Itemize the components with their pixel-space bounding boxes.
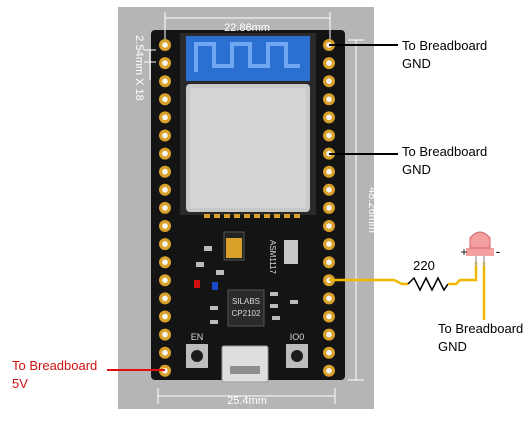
left-pin-hole [162, 60, 168, 66]
width-dimension: 22.86mm [224, 22, 270, 34]
left-pin-hole [162, 132, 168, 139]
v5-line2: 5V [12, 376, 28, 391]
left-pin-hole [162, 331, 168, 338]
led-component [466, 231, 494, 266]
right-pin-hole [326, 295, 332, 302]
right-pin-hole [326, 241, 332, 247]
left-pin-hole [162, 349, 168, 356]
left-pin-hole [162, 277, 168, 284]
left-pin-hole [162, 205, 168, 211]
left-pin-hole [162, 114, 168, 121]
gnd-led-line2: GND [438, 339, 467, 354]
left-pin-hole [162, 187, 168, 193]
rf-shield-highlight [190, 88, 306, 208]
height-dimension: 48.26mm [366, 187, 378, 233]
io0-button-cap[interactable] [291, 350, 303, 362]
right-pin-hole [326, 78, 332, 84]
v5-label: To Breadboard 5V [12, 357, 97, 393]
module-pads [204, 214, 300, 218]
left-pin-hole [162, 150, 168, 157]
dimension-lines [144, 12, 364, 404]
left-pin-hole [162, 168, 168, 175]
right-pin-hole [326, 368, 332, 374]
led-anode-wire [448, 262, 478, 286]
smd-part-1 [204, 246, 212, 251]
antenna-trace [194, 42, 300, 72]
gnd-mid-label: To Breadboard GND [402, 143, 487, 179]
capacitor [284, 240, 298, 264]
right-pin-hole [326, 168, 332, 175]
regulator-label: ASM1117 [268, 240, 277, 274]
resistor-value: 220 [413, 258, 435, 273]
en-label: EN [191, 332, 204, 342]
resistor-symbol [407, 276, 449, 292]
left-pin-hole [162, 42, 168, 48]
right-pin-header [323, 39, 335, 377]
right-pin-hole [326, 259, 332, 266]
left-pin-hole [162, 223, 168, 229]
micro-usb-port [221, 345, 269, 383]
left-pin-hole [162, 259, 168, 266]
v5-line1: To Breadboard [12, 358, 98, 373]
right-pin-hole [326, 205, 332, 211]
led-red-onboard [194, 280, 200, 288]
gnd-top-line1: To Breadboard [402, 38, 488, 53]
chip-label-line1: SILABS [232, 297, 260, 306]
right-pin-hole [326, 114, 332, 121]
chip-label-line2: CP2102 [232, 309, 261, 318]
pitch-dimension: 2.54mm X 18 [133, 35, 145, 100]
gnd-led-line1: To Breadboard [438, 321, 524, 336]
right-pin-hole [326, 132, 332, 139]
left-pin-hole [162, 295, 168, 302]
regulator-tab [226, 238, 242, 258]
led-plus-sign: + [460, 245, 467, 259]
gnd-led-label: To Breadboard GND [438, 320, 523, 356]
micro-usb-opening [230, 366, 260, 374]
left-pin-hole [162, 241, 168, 247]
smd-part-2 [216, 270, 224, 275]
right-pin-hole [326, 223, 332, 229]
gnd-top-label: To Breadboard GND [402, 37, 487, 73]
led-signal-wire [329, 278, 408, 286]
led-minus-sign: - [496, 243, 501, 259]
right-pin-hole [326, 313, 332, 320]
gnd-mid-line2: GND [402, 162, 431, 177]
smd-part-3 [196, 262, 204, 267]
left-pin-hole [162, 78, 168, 84]
gnd-top-line2: GND [402, 56, 431, 71]
io0-label: IO0 [290, 332, 305, 342]
right-pin-hole [326, 349, 332, 356]
led-blue-onboard [212, 282, 218, 290]
right-pin-hole [326, 331, 332, 338]
left-pin-hole [162, 96, 168, 103]
usb-uart-chip [227, 289, 265, 327]
en-button-cap[interactable] [191, 350, 203, 362]
left-pin-hole [162, 313, 168, 320]
gnd-mid-line1: To Breadboard [402, 144, 488, 159]
right-pin-hole [326, 187, 332, 193]
right-pin-hole [326, 96, 332, 103]
smd-resistors [210, 292, 298, 324]
right-pin-hole [326, 60, 332, 66]
bottom-width-dimension: 25.4mm [227, 395, 267, 407]
